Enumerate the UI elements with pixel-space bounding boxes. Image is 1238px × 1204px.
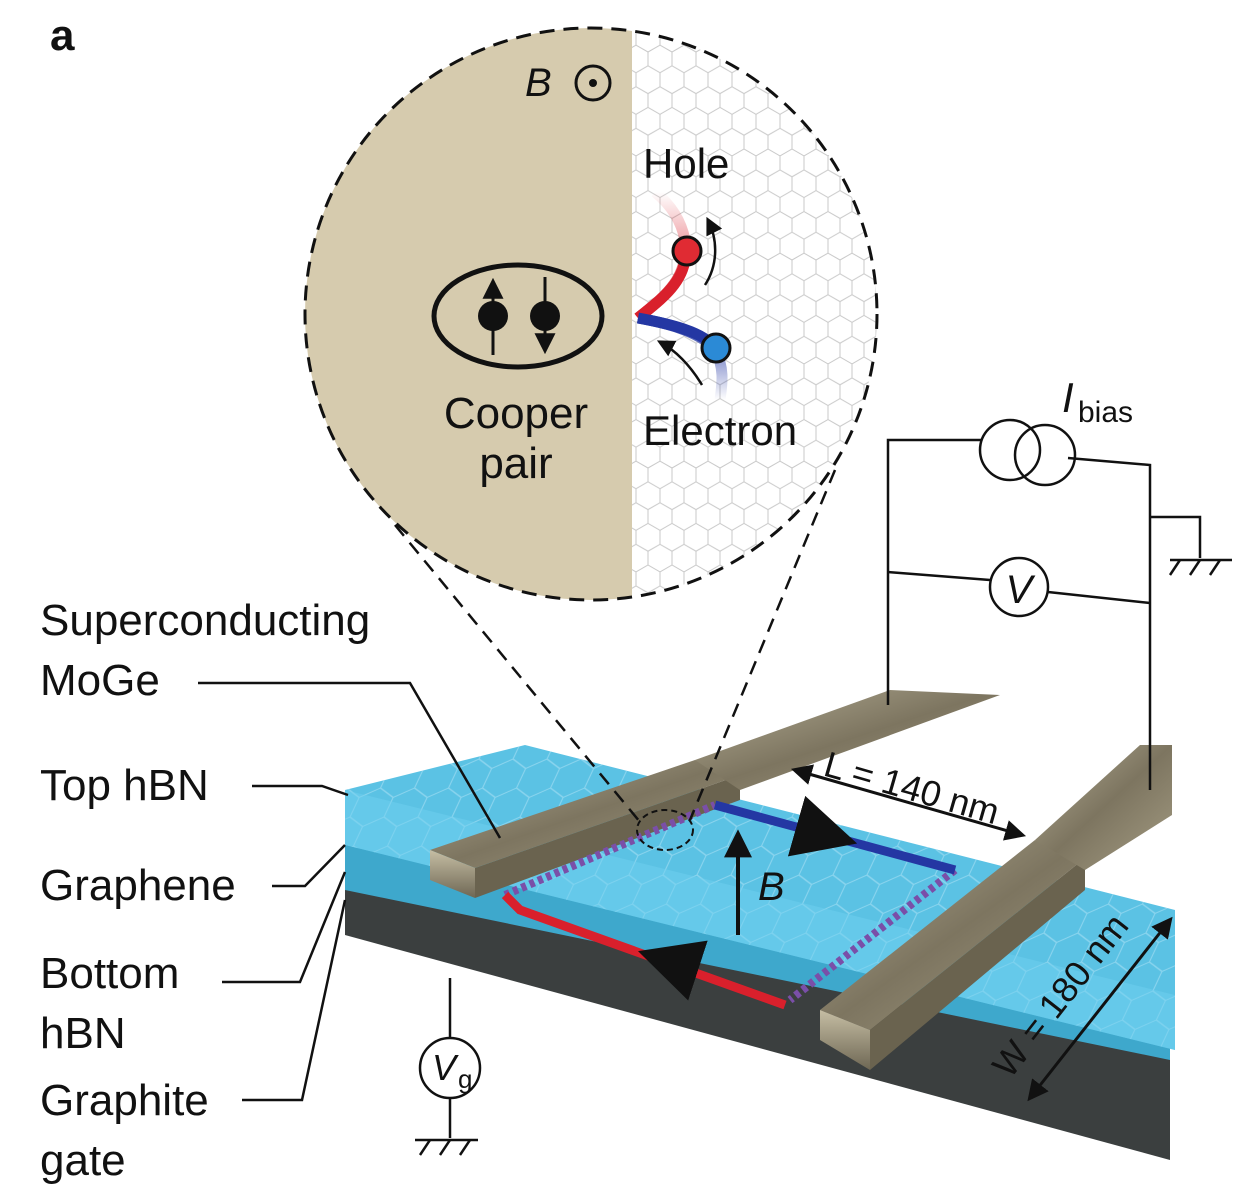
graphene-label: Graphene	[40, 861, 236, 910]
zoom-inset: B Cooper pair Hole Electron	[303, 26, 879, 602]
graphite-gate-label-1: Graphite	[40, 1076, 209, 1125]
device-stack: B L = 140 nm W = 180 nm	[345, 690, 1175, 1160]
bottom-hbn-label-1: Bottom	[40, 949, 179, 998]
top-hbn-label: Top hBN	[40, 761, 209, 810]
electron-particle	[700, 332, 732, 364]
cooper-pair-label-1: Cooper	[444, 389, 588, 438]
inset-field-symbol: B	[525, 61, 552, 105]
voltmeter-symbol: V	[1006, 568, 1036, 612]
zoom-line-left	[394, 524, 641, 823]
width-dimension-arrow	[1027, 916, 1173, 1102]
superconductor-region	[305, 28, 632, 600]
length-label: L = 140 nm	[820, 743, 1004, 832]
gate-voltage-symbol: V	[432, 1047, 459, 1088]
cooper-pair-label-2: pair	[479, 439, 552, 488]
left-electrode	[430, 690, 1000, 898]
current-source-icon	[978, 418, 1042, 482]
inset-border	[303, 26, 879, 602]
graphite-gate-label-2: gate	[40, 1136, 126, 1185]
voltmeter-icon	[988, 556, 1050, 618]
hole-flow-arrow	[638, 940, 708, 1001]
electron-label: Electron	[643, 407, 797, 454]
length-dimension-arrow	[790, 764, 1027, 841]
hole-motion-arrow	[703, 216, 723, 286]
crossed-andreev-edge-top	[503, 801, 717, 899]
bottom-hbn-label-2: hBN	[40, 1009, 126, 1058]
bias-current-symbol: I	[1062, 374, 1074, 421]
hole-label: Hole	[643, 140, 729, 187]
superconductor-label-2: MoGe	[40, 656, 160, 705]
cooper-pair-ellipse	[431, 262, 605, 370]
field-label: B	[758, 865, 785, 909]
electron-motion-arrow	[656, 340, 704, 386]
bias-current-subscript: bias	[1078, 396, 1133, 429]
gate-voltage-subscript: g	[458, 1064, 472, 1094]
zoom-line-right	[688, 469, 837, 821]
measurement-circuit: I bias V V g	[415, 374, 1232, 1156]
superconductor-label-1: Superconducting	[40, 596, 370, 645]
zoom-spot	[636, 809, 694, 851]
right-electrode	[820, 745, 1172, 1070]
hole-particle	[671, 235, 703, 267]
layer-labels: Superconducting MoGe Top hBN Graphene Bo…	[40, 596, 502, 1185]
graphite-gate-layer	[345, 885, 1170, 1160]
bottom-hbn-layer	[345, 845, 1170, 1060]
field-out-of-plane-icon	[574, 64, 612, 102]
gate-voltage-icon	[418, 1036, 482, 1100]
panel-label: a	[50, 11, 75, 60]
crossed-andreev-edge-right	[787, 866, 958, 1004]
